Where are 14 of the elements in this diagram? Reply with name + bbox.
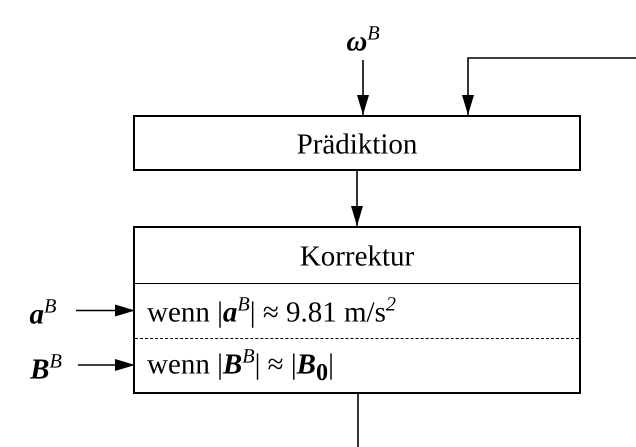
condition-text: wenn |a$^{B}$| ≈ 9.81 m/s$^{2}$ (147, 294, 396, 328)
input-label: a$^{B}$ (30, 296, 56, 330)
process-box (133, 115, 581, 171)
input-label: ω$^{B}$ (346, 24, 380, 56)
process-box (133, 226, 581, 394)
arrow (462, 57, 636, 115)
box-label: Prädiktion (296, 130, 418, 160)
condition-text: wenn |B$^{B}$| ≈ |B$_{0}$| (147, 346, 334, 385)
arrow (76, 304, 135, 316)
arrow (357, 60, 369, 115)
arrow (78, 359, 135, 371)
input-label: B$^{B}$ (30, 352, 62, 384)
arrow (351, 171, 363, 226)
box-heading: Korrektur (300, 242, 414, 271)
